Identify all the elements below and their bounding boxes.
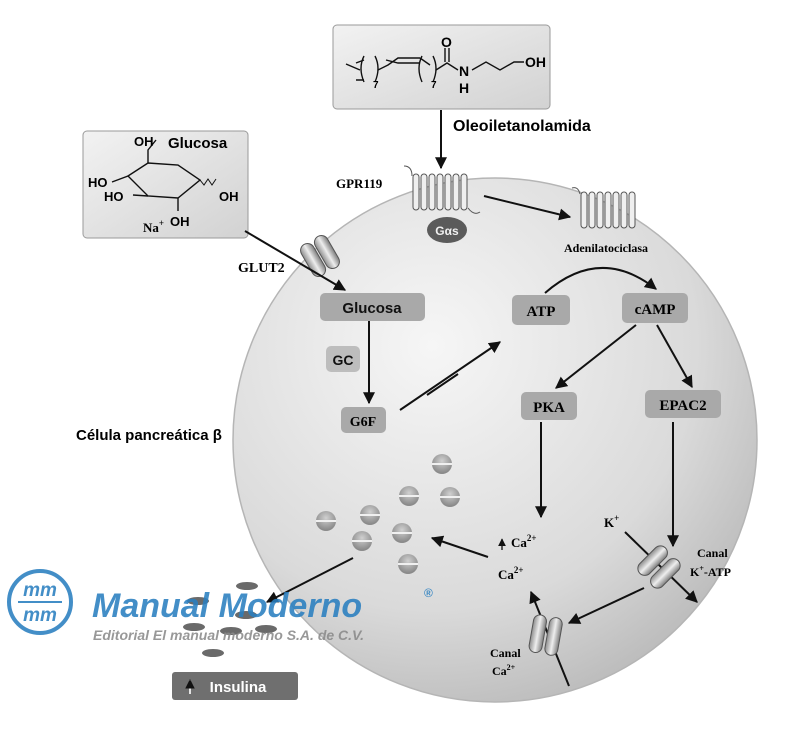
- glucose-ring-icon: [111, 139, 217, 211]
- insulin-dash-icon: [187, 597, 209, 605]
- katp-channel-icon: [637, 545, 681, 589]
- arrow-glucose-in: [244, 230, 347, 291]
- oea-atom-o: O: [441, 34, 452, 50]
- ca-label: Ca2+: [498, 565, 524, 582]
- svg-text:G6F: G6F: [350, 415, 376, 430]
- arrow-ca-granules: [430, 535, 489, 558]
- node-camp: cAMP: [622, 293, 688, 323]
- insulin-dash-icon: [236, 582, 258, 590]
- glucose-oh-bottom: OH: [170, 214, 190, 229]
- glucose-ho-lower: HO: [104, 189, 124, 204]
- adenylate-cyclase-icon: [571, 187, 636, 229]
- brand-tagline: Editorial El manual moderno S.A. de C.V.: [93, 627, 364, 643]
- adenylate-cyclase-label: Adenilatociclasa: [564, 241, 648, 255]
- granule-icon: [432, 454, 452, 474]
- watermark: mm mm Manual Moderno ® Editorial El manu…: [7, 569, 433, 643]
- granule-icon: [352, 531, 372, 551]
- node-epac2: EPAC2: [645, 390, 721, 418]
- oea-subscript-right: 7: [431, 80, 437, 91]
- arrow-katp-cachannel: [567, 587, 645, 624]
- arrow-camp-epac2: [656, 324, 693, 389]
- oea-subscript-left: 7: [373, 80, 379, 91]
- svg-text:ATP: ATP: [527, 304, 556, 320]
- granule-icon: [316, 511, 336, 531]
- granule-icon: [399, 486, 419, 506]
- gpr119-label: GPR119: [336, 176, 383, 191]
- ca-channel-icon: [528, 614, 563, 656]
- registered-mark: ®: [424, 586, 433, 600]
- insulin-dash-icon: [202, 649, 224, 657]
- gas-protein-icon: [427, 217, 467, 243]
- brand-name: Manual Moderno: [92, 587, 362, 625]
- gas-label: Gαs: [435, 224, 459, 238]
- arrow-gpr119-ac: [483, 195, 572, 221]
- insulin-dash-icon: [220, 627, 242, 635]
- k-label: K+: [604, 513, 619, 530]
- sodium-ion: Na+: [143, 218, 164, 235]
- granule-icon: [392, 523, 412, 543]
- oea-molecule-panel: 7 7 O N H OH: [332, 24, 551, 110]
- glucose-oh-right: OH: [219, 189, 239, 204]
- cell-label: Célula pancreática β: [76, 427, 222, 444]
- insulin-output-box: Insulina: [172, 672, 298, 700]
- oea-structure-icon: [345, 48, 524, 83]
- node-glucose: Glucosa: [320, 293, 425, 321]
- arrow-g6f-atp-mid: [426, 373, 459, 396]
- granule-icon: [440, 487, 460, 507]
- node-pka: PKA: [521, 392, 577, 420]
- glut2-transporter-icon: [300, 234, 340, 278]
- node-atp: ATP: [512, 295, 570, 325]
- svg-text:EPAC2: EPAC2: [659, 398, 706, 414]
- granule-icon: [360, 505, 380, 525]
- manual-moderno-logo-icon: [7, 569, 73, 635]
- insulin-granules: [316, 454, 460, 574]
- katp-channel-label-2: K+-ATP: [690, 564, 731, 579]
- katp-channel-label-1: Canal: [697, 546, 728, 560]
- glucose-panel-title: Glucosa: [168, 135, 228, 152]
- insulin-dash-icon: [255, 625, 277, 633]
- svg-text:PKA: PKA: [533, 400, 565, 416]
- pathway-arrows: [244, 110, 698, 687]
- arrow-k-efflux: [624, 531, 698, 603]
- svg-text:cAMP: cAMP: [635, 302, 676, 318]
- arrow-exocytosis: [265, 557, 354, 603]
- granule-icon: [398, 554, 418, 574]
- ca-channel-label-1: Canal: [490, 646, 521, 660]
- glut2-label: GLUT2: [238, 261, 285, 276]
- svg-text:mm: mm: [23, 580, 57, 601]
- glucose-oh-top: OH: [134, 134, 154, 149]
- oea-label: Oleoiletanolamida: [453, 118, 591, 135]
- ca-increase-label: Ca2+: [511, 533, 537, 550]
- oea-atom-h: H: [459, 80, 469, 96]
- gpr119-receptor-icon: [403, 165, 481, 214]
- arrow-atp-camp: [544, 267, 657, 294]
- glucose-molecule-panel: Glucosa OH HO HO OH OH Na+: [82, 130, 249, 239]
- arrow-camp-pka: [555, 324, 637, 389]
- svg-text:Insulina: Insulina: [210, 679, 267, 696]
- node-gc: GC: [326, 346, 360, 372]
- oea-atom-n: N: [459, 63, 469, 79]
- oea-atom-oh: OH: [525, 54, 546, 70]
- svg-text:GC: GC: [333, 352, 354, 368]
- insulin-dash-icon: [183, 623, 205, 631]
- released-insulin: [183, 582, 277, 657]
- insulin-dash-icon: [235, 611, 257, 619]
- glucose-ho-upper: HO: [88, 175, 108, 190]
- node-g6f: G6F: [341, 407, 386, 433]
- svg-text:Glucosa: Glucosa: [342, 300, 402, 317]
- ca-channel-label-2: Ca2+: [492, 663, 516, 678]
- arrow-g6f-atp: [399, 341, 501, 411]
- svg-text:mm: mm: [23, 605, 57, 626]
